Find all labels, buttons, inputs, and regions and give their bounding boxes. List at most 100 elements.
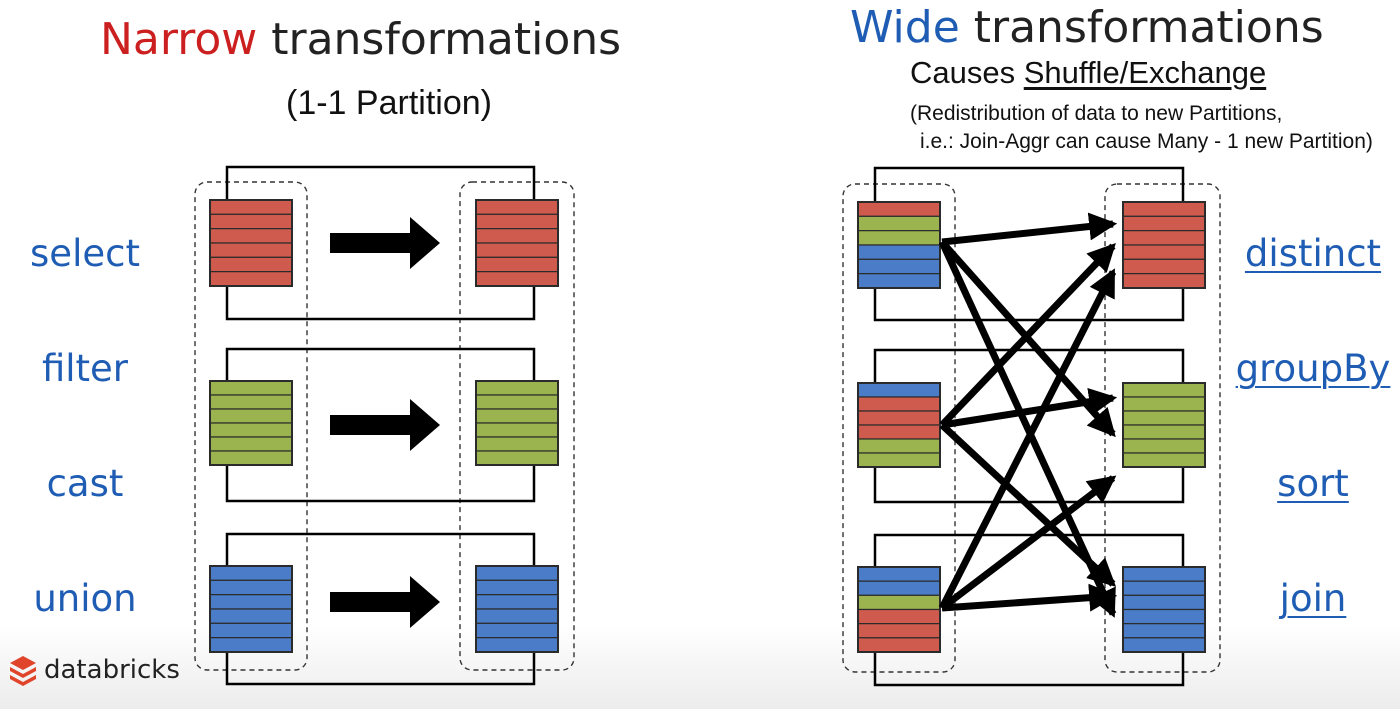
shuffle-arrow: [938, 268, 1117, 610]
partition-row: [1122, 244, 1206, 260]
shuffle-arrow: [939, 422, 1117, 587]
narrow-partitions: [209, 199, 559, 653]
op-cast: cast: [46, 462, 124, 505]
partition-row: [1122, 230, 1206, 246]
wide-subtitle-prefix: Causes: [910, 55, 1024, 90]
partition-row: [1122, 410, 1206, 426]
narrow-target-partition-green: [475, 380, 559, 466]
partition-row: [475, 271, 559, 287]
partition-row: [209, 213, 293, 230]
partition-row: [857, 201, 941, 217]
partition-row: [475, 422, 559, 438]
partition-row: [857, 244, 941, 260]
partition-row: [857, 273, 941, 289]
partition-row: [857, 637, 941, 653]
partition-row: [209, 394, 293, 410]
partition-row: [1122, 201, 1206, 217]
partition-row: [475, 436, 559, 452]
partition-row: [1122, 438, 1206, 454]
partition-row: [209, 637, 293, 653]
partition-border: [857, 382, 941, 468]
partition-row: [857, 258, 941, 275]
partition-border: [475, 199, 559, 287]
wide-target-partition-red: [1122, 201, 1206, 289]
partition-row: [209, 380, 293, 396]
partition-row: [209, 608, 293, 624]
partition-row: [475, 408, 559, 424]
narrow-arrows: [330, 217, 440, 628]
partition-border: [1122, 201, 1206, 289]
wide-title-accent: Wide: [850, 2, 960, 53]
narrow-subtitle: (1-1 Partition): [286, 84, 492, 122]
partition-row: [1122, 273, 1206, 289]
partition-row: [857, 410, 941, 426]
partition-row: [1122, 608, 1206, 625]
wide-target-group: [1104, 183, 1221, 673]
partition-row: [209, 622, 293, 639]
narrow-target-partition-blue: [475, 565, 559, 653]
narrow-title-rest: transformations: [257, 14, 622, 65]
shuffle-arrow: [939, 475, 1117, 611]
narrow-arrow: [330, 576, 440, 628]
partition-row: [475, 242, 559, 258]
partition-row: [857, 230, 941, 246]
partition-row: [857, 566, 941, 582]
shuffle-exchange-link[interactable]: Shuffle/Exchange: [1023, 55, 1267, 90]
partition-row: [475, 199, 559, 215]
partition-row: [475, 380, 559, 396]
partition-row: [475, 622, 559, 639]
narrow-arrow: [330, 399, 440, 451]
partition-row: [857, 424, 941, 440]
partition-row: [475, 608, 559, 624]
databricks-logo-icon: [10, 656, 36, 686]
wide-partitions: [857, 201, 1206, 653]
wide-title-rest: transformations: [959, 2, 1324, 53]
partition-row: [475, 256, 559, 273]
partition-row: [857, 452, 941, 468]
narrow-target-group: [459, 181, 575, 671]
partition-row: [1122, 382, 1206, 398]
wide-source-partition-mixed: [857, 382, 941, 468]
partition-row: [475, 394, 559, 410]
partition-row: [1122, 580, 1206, 596]
narrow-arrow: [330, 217, 440, 269]
partition-row: [857, 382, 941, 398]
wide-target-partition-blue: [1122, 566, 1206, 653]
op-sort[interactable]: sort: [1277, 462, 1349, 505]
partition-row: [1122, 215, 1206, 232]
partition-row: [209, 594, 293, 610]
partition-row: [209, 422, 293, 438]
op-join[interactable]: join: [1279, 577, 1347, 620]
partition-row: [1122, 566, 1206, 582]
databricks-brand: databricks: [8, 654, 180, 686]
partition-border: [475, 565, 559, 653]
partition-row: [209, 242, 293, 258]
shuffle-arrow: [941, 387, 1118, 429]
wide-subtitle: Causes Shuffle/Exchange: [910, 55, 1266, 91]
wide-note-line1: (Redistribution of data to new Partition…: [910, 102, 1283, 125]
wide-source-partition-mixed: [857, 201, 941, 289]
partition-border: [209, 380, 293, 466]
partition-border: [1122, 382, 1206, 468]
partition-row: [209, 199, 293, 215]
partition-row: [475, 637, 559, 653]
narrow-source-group: [194, 181, 308, 671]
partition-row: [209, 565, 293, 581]
op-distinct[interactable]: distinct: [1244, 232, 1382, 275]
partition-row: [475, 579, 559, 596]
partition-border: [1122, 566, 1206, 653]
partition-border: [475, 380, 559, 466]
wide-title: Wide transformations: [850, 2, 1324, 54]
partition-row: [857, 215, 941, 232]
narrow-source-partition-blue: [209, 565, 293, 653]
partition-row: [1122, 452, 1206, 468]
partition-row: [857, 594, 941, 611]
wide-note-line2: i.e.: Join-Aggr can cause Many - 1 new P…: [920, 130, 1373, 153]
partition-row: [857, 396, 941, 412]
partition-row: [209, 436, 293, 452]
op-groupby[interactable]: groupBy: [1235, 347, 1391, 390]
narrow-source-partition-green: [209, 380, 293, 466]
partition-row: [475, 228, 559, 244]
narrow-source-partition-red: [209, 199, 293, 287]
